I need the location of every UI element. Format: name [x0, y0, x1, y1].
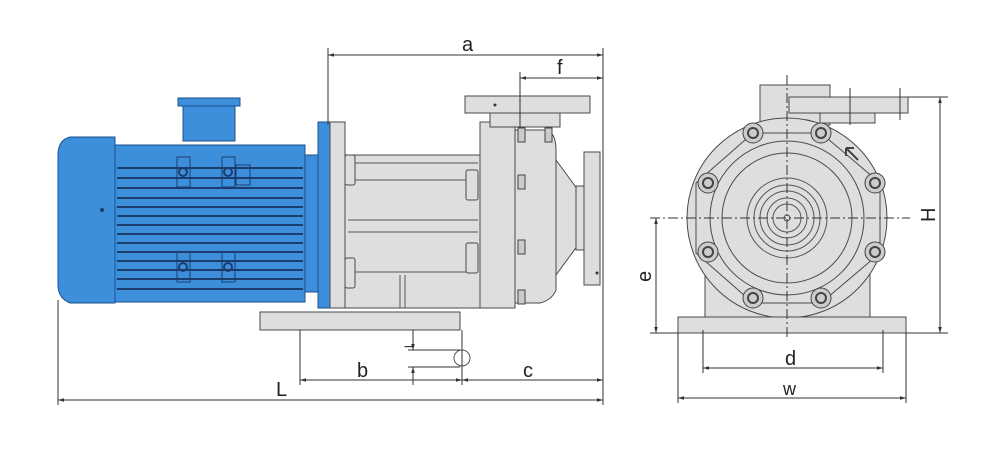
motor-body	[114, 144, 306, 303]
front-view: H e d W	[634, 75, 948, 403]
label-e: e	[634, 271, 656, 282]
pump-casing	[514, 129, 557, 304]
motor-terminal-box	[177, 97, 241, 107]
discharge-flange	[464, 95, 591, 114]
casing-bolts	[517, 127, 553, 305]
side-view: a f b c L l	[57, 34, 604, 405]
motor-flange	[317, 121, 331, 309]
motor-adapter	[304, 154, 319, 293]
label-W: W	[782, 379, 797, 399]
label-H: H	[918, 208, 940, 222]
label-c: c	[523, 360, 533, 382]
casing-flange	[479, 121, 516, 309]
label-L: L	[276, 379, 287, 401]
discharge-neck	[489, 112, 561, 128]
suction-nozzle	[555, 158, 579, 277]
motor-terminal-box-body	[182, 105, 236, 142]
front-bolts	[697, 122, 886, 309]
pump-unit	[259, 95, 601, 367]
suction-flange	[583, 151, 601, 286]
front-discharge-neck	[819, 112, 876, 124]
front-dimensions: H e d W	[634, 75, 948, 403]
front-discharge-flange	[788, 96, 909, 114]
motor-fan-cover	[57, 136, 116, 304]
label-l: l	[402, 345, 416, 348]
label-b: b	[357, 360, 368, 382]
rotation-arrow-icon	[845, 147, 859, 161]
side-dimensions: a f b c L l	[57, 34, 604, 405]
base-plate	[259, 311, 461, 331]
motor-cooling-fins	[117, 167, 303, 290]
motor	[57, 97, 331, 309]
front-base-plate	[677, 316, 907, 334]
label-a: a	[462, 34, 474, 56]
bracket-plate	[329, 121, 346, 309]
label-f: f	[557, 57, 563, 79]
motor-lifting-lugs	[176, 156, 251, 283]
label-d: d	[785, 348, 796, 370]
